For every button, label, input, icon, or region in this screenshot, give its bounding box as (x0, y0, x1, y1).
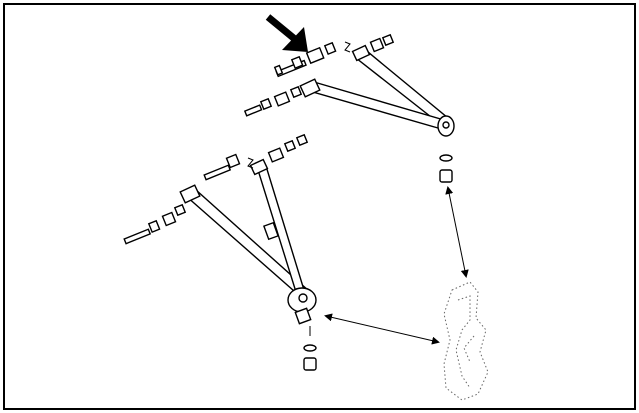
frame-border (3, 3, 636, 410)
lower-front-pivot-hardware (123, 203, 187, 245)
upper-rear-pivot-hardware (243, 33, 395, 117)
upper-ball-joint-washer-nut (439, 154, 453, 183)
upper-a-arm (299, 41, 455, 137)
assembly-guide-arrows (324, 186, 469, 345)
spindle-knuckle (443, 281, 489, 401)
lower-a-arm (179, 157, 317, 325)
upper-front-pivot-hardware (273, 41, 337, 78)
indicator-arrow (265, 14, 308, 52)
lower-ball-joint-washer-nut (303, 326, 317, 371)
lower-rear-pivot-hardware (203, 133, 309, 181)
